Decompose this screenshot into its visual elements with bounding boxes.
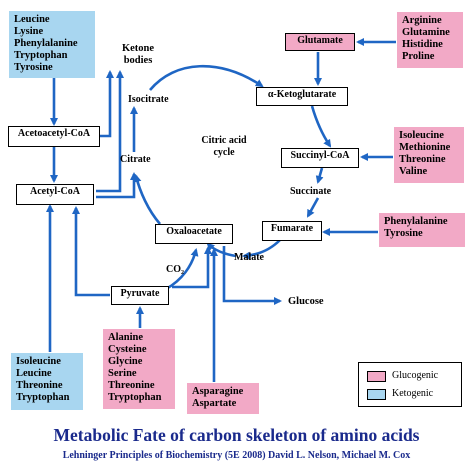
arrow-oxaloacetate-to-citrate (133, 174, 161, 225)
isocitrate-label: Isocitrate (128, 94, 169, 105)
glutamate-feeder-sources: Arginine Glutamine Histidine Proline (397, 12, 463, 68)
amino-acid: Tryptophan (16, 392, 70, 403)
ketone-bodies-label: Ketone bodies (121, 43, 155, 66)
amino-acid: Aspartate (192, 398, 237, 409)
arrow-succinyl-to-succinate (315, 167, 324, 184)
glucose-label: Glucose (288, 296, 324, 307)
arrow-oxaloacetate-to-glucose (222, 246, 282, 305)
arrow-pyruvate-to-oxaloacetate (165, 248, 199, 291)
amino-acid: Tryptophan (14, 50, 68, 61)
arrow-pyruvate-up (172, 246, 212, 289)
amino-acid: Glutamine (402, 27, 450, 38)
arrow-acetyl-to-ketone (96, 70, 124, 193)
legend-swatch-glucogenic (367, 371, 386, 382)
amino-acid: Phenylalanine (14, 38, 78, 49)
legend-swatch-ketogenic (367, 389, 386, 400)
oxaloacetate-feeder-sources: Asparagine Aspartate (187, 383, 259, 414)
amino-acid: Isoleucine (16, 356, 61, 367)
arrow-acetyl-to-citrate (96, 172, 138, 199)
node-glutamate: Glutamate (285, 33, 355, 51)
amino-acid: Proline (402, 51, 435, 62)
amino-acid: Serine (108, 368, 137, 379)
citrate-label: Citrate (120, 154, 151, 165)
arrow-acetoacetyl-to-ketone (100, 70, 114, 138)
citric-cycle-label: Citric acid cycle (201, 135, 247, 158)
succinate-label: Succinate (290, 186, 332, 197)
amino-acid: Threonine (399, 154, 446, 165)
node-fumarate: Fumarate (262, 221, 322, 241)
arrow-fumarate-to-malate (242, 239, 281, 260)
amino-acid: Threonine (108, 380, 155, 391)
fumarate-feeder-sources: Phenylalanine Tyrosine (379, 213, 465, 247)
legend-label-glucogenic: Glucogenic (392, 370, 439, 381)
figure-title: Metabolic Fate of carbon skeleton of ami… (53, 425, 420, 445)
amino-acid: Valine (399, 166, 428, 177)
amino-acid: Threonine (16, 380, 63, 391)
amino-acid: Asparagine (192, 386, 244, 397)
arrow-aketo-to-succinyl (310, 105, 332, 148)
legend-label-ketogenic: Ketogenic (392, 388, 434, 399)
amino-acid: Glycine (108, 356, 143, 367)
legend: Glucogenic Ketogenic (358, 362, 462, 407)
amino-acid: Leucine (16, 368, 52, 379)
node-succinyl-coa: Succinyl-CoA (281, 148, 359, 168)
node-acetyl-coa: Acetyl-CoA (16, 184, 94, 205)
amino-acid: Lysine (14, 26, 44, 37)
pyruvate-feeder-sources: Alanine Cysteine Glycine Serine Threonin… (103, 329, 175, 409)
arrow-succinate-to-fumarate (306, 197, 320, 218)
amino-acid: Leucine (14, 14, 50, 25)
amino-acid: Tryptophan (108, 392, 162, 403)
acetylcoa-feeder-sources: Isoleucine Leucine Threonine Tryptophan (11, 353, 83, 410)
co2-label: CO₂ (166, 264, 184, 275)
node-pyruvate: Pyruvate (111, 286, 169, 305)
node-acetoacetyl-coa: Acetoacetyl-CoA (8, 126, 100, 147)
amino-acid: Alanine (108, 332, 144, 343)
amino-acid: Tyrosine (384, 228, 423, 239)
figure-credit: Lehninger Principles of Biochemistry (5E… (62, 450, 411, 461)
succinyl-feeder-sources: Isoleucine Methionine Threonine Valine (394, 127, 464, 183)
amino-acid: Phenylalanine (384, 216, 448, 227)
arrow-pyruvate-to-acetyl (72, 206, 110, 297)
amino-acid: Tyrosine (14, 62, 53, 73)
arrow-isocitrate-to-aketo (149, 64, 264, 91)
amino-acid: Cysteine (108, 344, 147, 355)
node-alpha-ketoglutarate: α-Ketoglutarate (256, 87, 348, 106)
amino-acid: Isoleucine (399, 130, 444, 141)
arrow-malate-to-oxaloacetate (206, 242, 237, 258)
amino-acid: Methionine (399, 142, 451, 153)
ketogenic-sources-top: Leucine Lysine Phenylalanine Tryptophan … (9, 11, 95, 78)
malate-label: Malate (234, 252, 264, 263)
node-oxaloacetate: Oxaloacetate (155, 224, 233, 244)
amino-acid: Arginine (402, 15, 442, 26)
amino-acid: Histidine (402, 39, 443, 50)
